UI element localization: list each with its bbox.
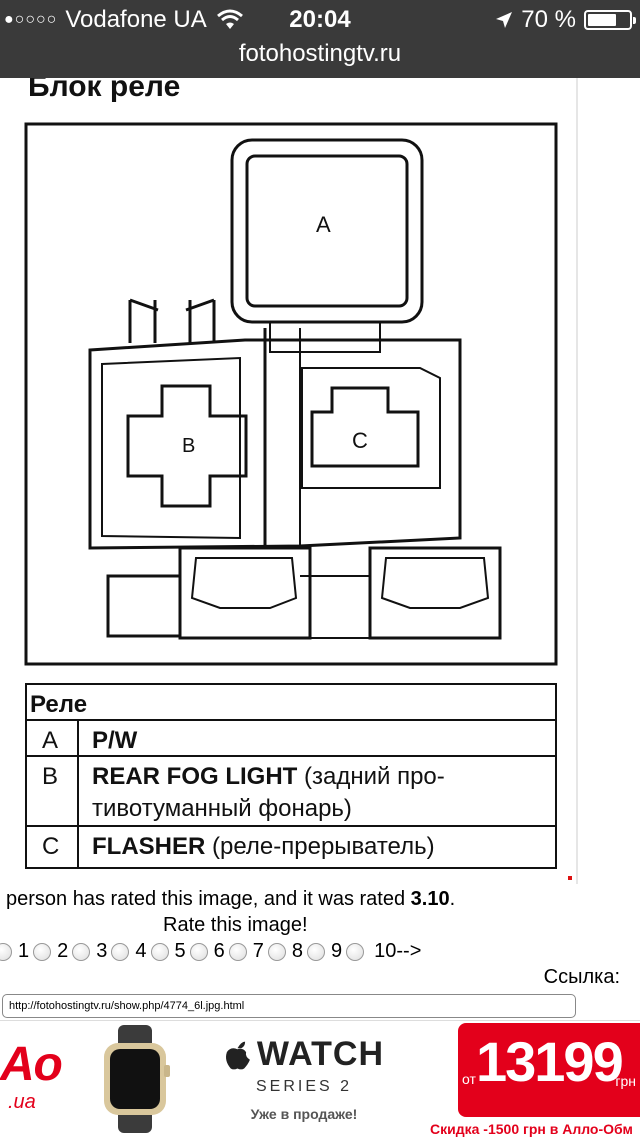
rate-prompt: Rate this image! (163, 914, 308, 936)
relay-block-scan: Блок реле A B C Реле A P/W B REAR FOG LI… (24, 78, 558, 869)
row-key-a: A (42, 727, 58, 754)
rating-option-4[interactable]: 4 (107, 940, 147, 963)
row-b-name: REAR FOG LIGHT (задний про- (92, 763, 445, 790)
rating-option-2[interactable]: 2 (29, 940, 68, 963)
rating-summary: person has rated this image, and it was … (6, 888, 456, 910)
image-viewer: Блок реле A B C Реле A P/W B REAR FOG LI… (0, 78, 578, 884)
apple-watch-image (104, 1025, 170, 1133)
rating-score: 3.10 (410, 888, 450, 910)
relay-c-label: C (352, 428, 368, 453)
radio-icon[interactable] (228, 942, 247, 961)
radio-icon[interactable] (189, 942, 208, 961)
allo-logo: Ао .ua (0, 1038, 63, 1113)
rating-option-label: 2 (57, 940, 69, 962)
radio-icon[interactable] (267, 942, 286, 961)
signal-strength-icon: ●○○○○ (4, 11, 58, 28)
rating-option-1[interactable]: 1 (0, 940, 29, 963)
rating-option-label: 1 (18, 940, 30, 962)
rating-option-label: 6 (213, 940, 225, 962)
carrier-name: Vodafone UA (65, 6, 207, 33)
rating-options: 1 2 3 4 5 6 7 8 9 10--> (0, 940, 421, 963)
radio-icon[interactable] (0, 942, 12, 961)
link-label: Ссылка: (543, 966, 620, 988)
promo-text: Скидка -1500 грн в Алло-Обм (430, 1121, 633, 1137)
location-arrow-icon (496, 12, 513, 28)
rating-option-label: 7 (252, 940, 264, 962)
relay-a-label: A (316, 212, 331, 237)
relay-c-outline (310, 386, 420, 468)
radio-icon[interactable] (111, 942, 130, 961)
table-header: Реле (30, 691, 87, 718)
price-badge: от 13199 грн (458, 1023, 640, 1117)
link-input[interactable] (2, 994, 576, 1018)
radio-icon[interactable] (150, 942, 169, 961)
ad-banner[interactable]: Ао .ua WATCH SERIES 2 Уже в продаже! от … (0, 1020, 640, 1137)
wifi-icon (216, 9, 243, 29)
radio-icon[interactable] (33, 942, 52, 961)
rating-option-6[interactable]: 6 (186, 940, 225, 963)
relay-a-inner (245, 154, 409, 308)
doc-title: Блок реле (28, 78, 180, 103)
radio-icon[interactable] (72, 942, 91, 961)
rating-option-3[interactable]: 3 (68, 940, 107, 963)
rating-option-5[interactable]: 5 (147, 940, 186, 963)
relay-table (25, 683, 557, 869)
rating-option-label: 4 (135, 940, 147, 962)
apple-logo-icon (226, 1041, 250, 1069)
rating-option-next[interactable]: 10--> (374, 940, 422, 962)
row-c-name: FLASHER (реле-прерыватель) (92, 833, 435, 860)
relay-b-outline (126, 384, 248, 508)
rating-option-label: 3 (96, 940, 108, 962)
rating-option-label: 8 (291, 940, 303, 962)
status-bar: ●○○○○ Vodafone UA 20:04 70 % fotohosting… (0, 0, 640, 78)
rating-option-label: 5 (174, 940, 186, 962)
battery-icon (584, 10, 636, 30)
row-key-c: C (42, 833, 59, 860)
rating-option-9[interactable]: 9 (303, 940, 342, 963)
rating-option-label: 9 (331, 940, 343, 962)
address-bar-url[interactable]: fotohostingtv.ru (238, 40, 402, 67)
battery-percent: 70 % (521, 6, 576, 33)
block-housing (88, 338, 462, 550)
row-b-line2: тивотуманный фонарь) (92, 795, 352, 822)
radio-icon[interactable] (346, 942, 365, 961)
row-key-b: B (42, 763, 58, 790)
rating-option-8[interactable]: 8 (264, 940, 303, 963)
carrier-info: ●○○○○ Vodafone UA (4, 6, 245, 34)
rating-option-7[interactable]: 7 (225, 940, 264, 963)
clock: 20:04 (289, 6, 351, 33)
row-a-name: P/W (92, 727, 138, 754)
diagram-frame (24, 122, 558, 666)
relay-b-label: B (182, 435, 195, 457)
radio-icon[interactable] (307, 942, 325, 961)
red-marker (568, 876, 572, 880)
apple-watch-brand: WATCH SERIES 2 Уже в продаже! (224, 1035, 384, 1122)
